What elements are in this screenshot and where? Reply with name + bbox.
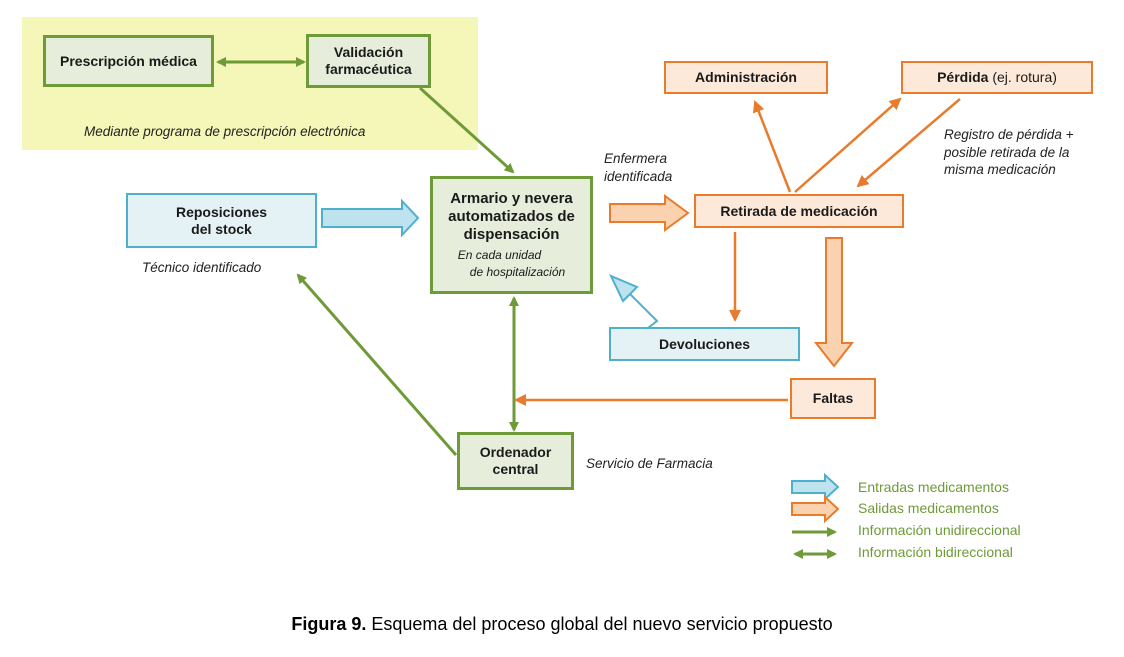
node-reposiciones: Reposiciones del stock	[126, 193, 317, 248]
node-armario-label-3: dispensación	[463, 226, 560, 244]
node-administracion-label: Administración	[695, 69, 797, 86]
node-reposiciones-label-1: Reposiciones	[175, 203, 268, 220]
node-perdida-label-bold: Pérdida	[937, 69, 989, 86]
node-armario: Armario y nevera automatizados de dispen…	[430, 176, 593, 294]
arrow-retirada-faltas	[813, 237, 855, 368]
arrow-ordenador-reposiciones	[296, 273, 458, 456]
node-armario-sub-1: En cada unidad	[457, 248, 542, 263]
node-armario-sub-2: de hospitalización	[469, 264, 566, 279]
arrow-armario-retirada	[609, 194, 690, 232]
node-ordenador-label-1: Ordenador	[479, 444, 552, 461]
arrow-validacion-armario	[418, 86, 515, 174]
node-administracion: Administración	[664, 61, 828, 94]
node-armario-label-2: automatizados de	[448, 208, 575, 226]
legend-bidireccional: Información bidireccional	[858, 544, 1013, 560]
arrow-retirada-perdida	[794, 97, 902, 193]
node-faltas: Faltas	[790, 378, 876, 419]
arrow-perdida-retirada	[856, 98, 961, 188]
node-prescripcion: Prescripción médica	[43, 35, 214, 87]
note-servicio: Servicio de Farmacia	[586, 456, 713, 471]
legend-unidireccional: Información unidireccional	[858, 522, 1021, 538]
node-validacion: Validación farmacéutica	[306, 34, 431, 88]
node-prescripcion-label: Prescripción médica	[60, 52, 197, 69]
legend-entradas: Entradas medicamentos	[858, 479, 1009, 495]
node-devoluciones: Devoluciones	[609, 327, 800, 361]
node-reposiciones-label-2: del stock	[191, 220, 252, 237]
arrow-devoluciones-armario	[608, 274, 659, 329]
note-enfermera: Enfermera identificada	[604, 150, 672, 185]
figure-caption: Figura 9. Esquema del proceso global del…	[0, 614, 1124, 635]
note-registro-1: Registro de pérdida +	[944, 127, 1074, 142]
note-registro-2: posible retirada de la	[944, 144, 1070, 160]
node-ordenador: Ordenador central	[457, 432, 574, 490]
arrow-retirada-administracion	[753, 100, 792, 193]
node-ordenador-label-2: central	[492, 461, 539, 477]
legend-salidas: Salidas medicamentos	[858, 500, 999, 516]
note-tecnico: Técnico identificado	[142, 260, 262, 275]
node-validacion-label-1: Validación	[333, 44, 404, 61]
figure-caption-text: Esquema del proceso global del nuevo ser…	[366, 614, 833, 634]
node-perdida: Pérdida (ej. rotura)	[901, 61, 1093, 94]
node-retirada: Retirada de medicación	[694, 194, 904, 228]
note-registro: Registro de pérdida + posible retirada d…	[944, 126, 1073, 179]
node-retirada-label: Retirada de medicación	[720, 202, 878, 219]
legend-arrow-salidas	[791, 494, 840, 524]
note-enfermera-2: identificada	[604, 168, 673, 184]
node-perdida-label-rest: (ej. rotura)	[988, 69, 1057, 86]
note-enfermera-1: Enfermera	[604, 151, 668, 166]
figure-caption-label: Figura 9.	[291, 614, 367, 634]
node-faltas-label: Faltas	[812, 390, 854, 407]
node-devoluciones-label: Devoluciones	[658, 335, 751, 352]
arrow-reposiciones-armario	[321, 198, 420, 238]
legend-arrow-entradas	[791, 472, 840, 502]
node-validacion-label-2: farmacéutica	[325, 61, 412, 77]
note-registro-3: misma medicación	[944, 162, 1056, 178]
node-armario-label-1: Armario y nevera	[450, 190, 573, 208]
note-programa: Mediante programa de prescripción electr…	[84, 124, 366, 139]
